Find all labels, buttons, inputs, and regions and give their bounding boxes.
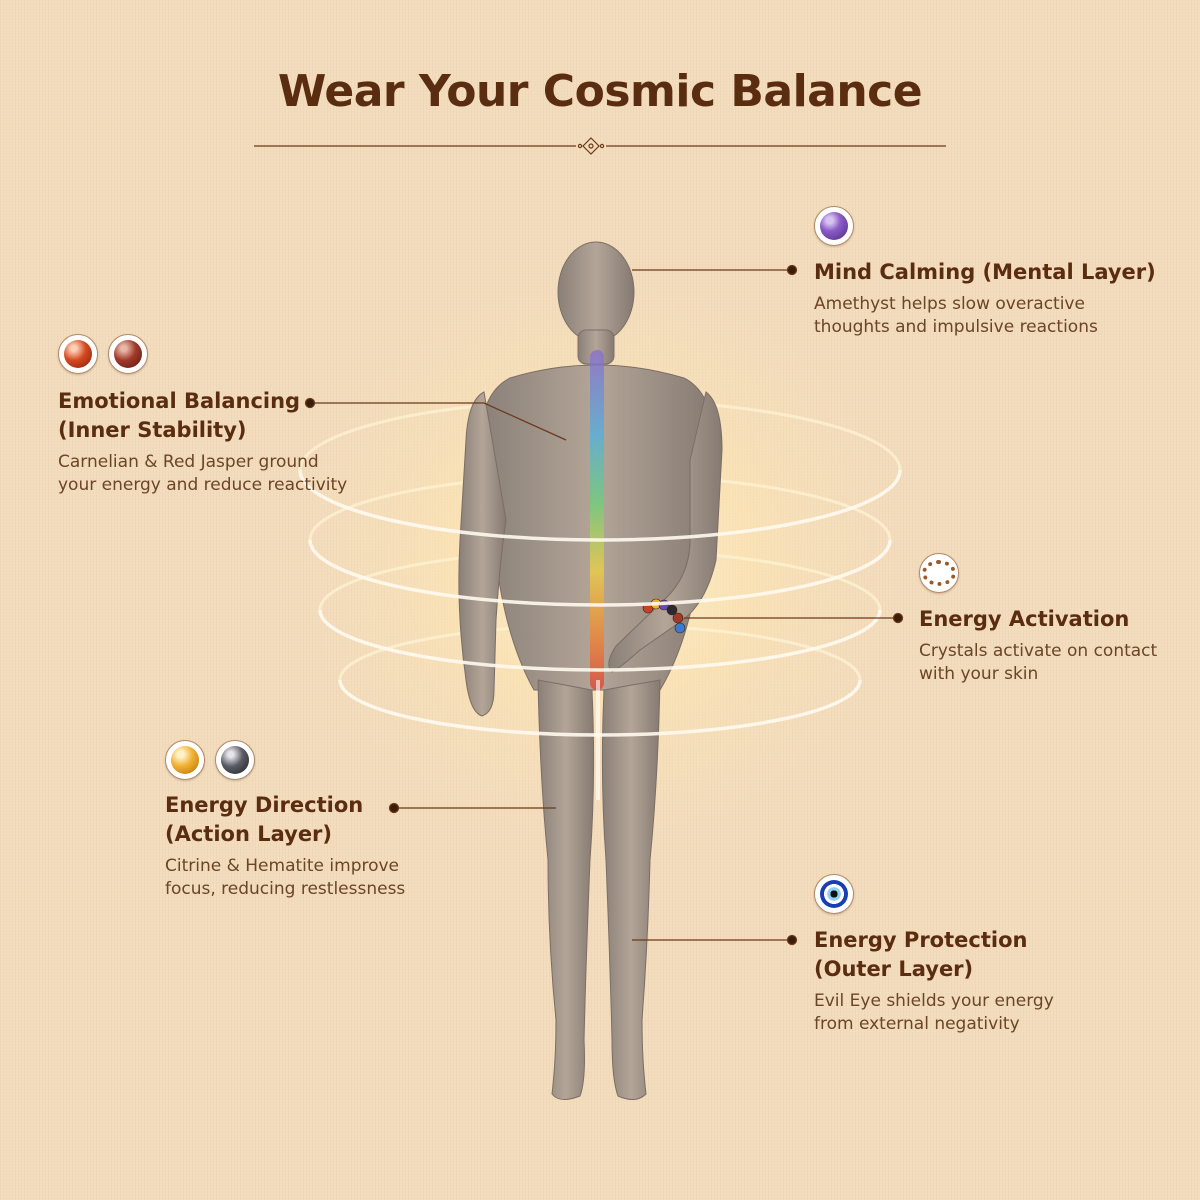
hematite-stone-icon	[215, 740, 255, 780]
callout-description: Amethyst helps slow overactive thoughts …	[814, 294, 1098, 337]
leader-lines	[304, 264, 904, 946]
callout-description: Evil Eye shields your energy from extern…	[814, 991, 1054, 1034]
ornamental-divider	[254, 137, 946, 155]
callout-heading: Mind Calming (Mental Layer)	[814, 260, 1156, 284]
citrine-stone-icon	[165, 740, 205, 780]
chakra-column	[590, 350, 604, 690]
emotional-stones	[58, 334, 148, 374]
energy-rings-front	[298, 469, 902, 737]
red-jasper-stone-icon	[108, 334, 148, 374]
activation-stones	[919, 553, 959, 593]
callout-description: Crystals activate on contact with your s…	[919, 641, 1158, 684]
callout-heading: Emotional Balancing (Inner Stability)	[58, 389, 301, 442]
carnelian-stone-icon	[58, 334, 98, 374]
page-title: Wear Your Cosmic Balance	[277, 66, 923, 117]
callout-emotional-balancing: Emotional Balancing (Inner Stability) Ca…	[58, 387, 347, 497]
callout-energy-protection: Energy Protection (Outer Layer) Evil Eye…	[814, 926, 1054, 1036]
direction-stones	[165, 740, 255, 780]
callout-heading: Energy Activation	[919, 607, 1130, 631]
ornament-icon	[577, 137, 605, 155]
bracelet-icon	[919, 553, 959, 593]
callout-description: Carnelian & Red Jasper ground your energ…	[58, 452, 348, 495]
callout-description: Citrine & Hematite improve focus, reduci…	[165, 856, 406, 899]
mind-stones	[814, 206, 854, 246]
callout-mind-calming: Mind Calming (Mental Layer) Amethyst hel…	[814, 258, 1156, 339]
amethyst-stone-icon	[814, 206, 854, 246]
callout-heading: Energy Direction (Action Layer)	[165, 793, 364, 846]
callout-energy-activation: Energy Activation Crystals activate on c…	[919, 605, 1157, 686]
protection-stones	[814, 874, 854, 914]
callout-energy-direction: Energy Direction (Action Layer) Citrine …	[165, 791, 405, 901]
callout-heading: Energy Protection (Outer Layer)	[814, 928, 1028, 981]
evil-eye-icon	[814, 874, 854, 914]
